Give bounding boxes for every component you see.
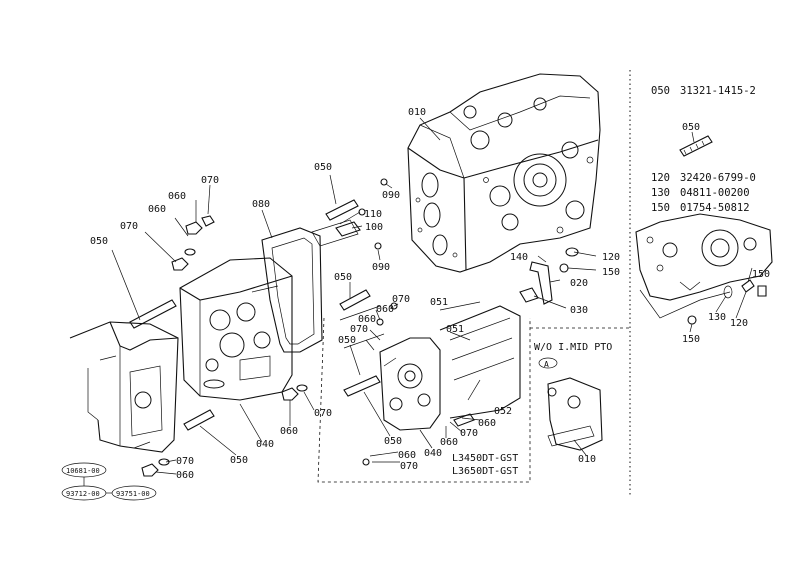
part-number-130: 04811-00200: [680, 187, 750, 199]
case-detail-right: [635, 213, 773, 325]
variant-text: W/O I.MID PTO: [534, 342, 612, 353]
transmission-case-010: [407, 73, 601, 273]
callout-070: 070: [314, 408, 332, 419]
callout-130: 130: [708, 312, 726, 323]
part-ref-130: 130: [651, 187, 670, 199]
callout-050: 050: [682, 122, 700, 133]
callout-060: 060: [478, 418, 496, 429]
callout-060: 060: [148, 204, 166, 215]
model-note: L3450DT-GST L3650DT-GST: [452, 453, 518, 477]
gear-case-040: [179, 257, 293, 401]
reference-a: 10681-00: [66, 467, 100, 475]
inset-box-boundary: [317, 317, 531, 483]
callout-070: 070: [350, 324, 368, 335]
part-number-050: 31321-1415-2: [680, 85, 756, 97]
nuts-and-washers: [141, 215, 579, 477]
leader-lines: [111, 117, 753, 475]
callout-120: 120: [730, 318, 748, 329]
callout-110: 110: [364, 209, 382, 220]
stud-050-detail: [679, 135, 713, 157]
callout-051: 051: [430, 297, 448, 308]
reference-ovals: 10681-00 93712-00 93751-00: [61, 462, 157, 501]
part-number-150: 01754-50812: [680, 202, 750, 214]
callout-050: 050: [384, 436, 402, 447]
callout-060: 060: [376, 304, 394, 315]
callout-060: 060: [168, 191, 186, 202]
callout-040: 040: [424, 448, 442, 459]
variant-label: W/O I.MID PTO A: [534, 342, 612, 369]
callout-050: 050: [314, 162, 332, 173]
pipe-020: [519, 261, 553, 305]
part-ref-150: 150: [651, 202, 670, 214]
callout-070: 070: [460, 428, 478, 439]
callout-070: 070: [120, 221, 138, 232]
part-ref-120: 120: [651, 172, 670, 184]
inset-gear-case: [339, 302, 521, 466]
variant-badge: A: [544, 360, 549, 369]
callout-050: 050: [90, 236, 108, 247]
callout-050: 050: [230, 455, 248, 466]
callout-060: 060: [440, 437, 458, 448]
callout-080: 080: [252, 199, 270, 210]
callout-090: 090: [372, 262, 390, 273]
callout-051: 051: [446, 324, 464, 335]
callout-100: 100: [365, 222, 383, 233]
callout-120: 120: [602, 252, 620, 263]
housing-body-left: [69, 321, 179, 453]
callout-010: 010: [408, 107, 426, 118]
gasket-080: [261, 227, 323, 353]
studs: [129, 178, 388, 431]
reference-b: 93712-00: [66, 490, 100, 498]
callout-150: 150: [682, 334, 700, 345]
callout-060: 060: [280, 426, 298, 437]
callout-labels: 010 050 060 070 080 090 110 100 090 060 …: [90, 107, 770, 481]
callout-150: 150: [752, 269, 770, 280]
callout-060: 060: [398, 450, 416, 461]
callout-060: 060: [358, 314, 376, 325]
callout-070: 070: [176, 456, 194, 467]
callout-070: 070: [201, 175, 219, 186]
callout-060: 060: [176, 470, 194, 481]
callout-040: 040: [256, 439, 274, 450]
section-dividers: [317, 70, 631, 495]
callout-052: 052: [494, 406, 512, 417]
part-number-list: 050 31321-1415-2 120 32420-6799-0 130 04…: [651, 85, 756, 214]
callout-050: 050: [334, 272, 352, 283]
callout-140: 140: [510, 252, 528, 263]
reference-c: 93751-00: [116, 490, 150, 498]
part-ref-050: 050: [651, 85, 670, 97]
callout-010: 010: [578, 454, 596, 465]
callout-070: 070: [400, 461, 418, 472]
callout-050: 050: [338, 335, 356, 346]
callout-070: 070: [392, 294, 410, 305]
model-note-line-2: L3650DT-GST: [452, 466, 518, 477]
callout-030: 030: [570, 305, 588, 316]
part-number-120: 32420-6799-0: [680, 172, 756, 184]
callout-090: 090: [382, 190, 400, 201]
callout-020: 020: [570, 278, 588, 289]
model-note-line-1: L3450DT-GST: [452, 453, 518, 464]
variant-case-detail: [547, 377, 603, 451]
callout-150: 150: [602, 267, 620, 278]
variant-badge-outline: [538, 357, 558, 369]
